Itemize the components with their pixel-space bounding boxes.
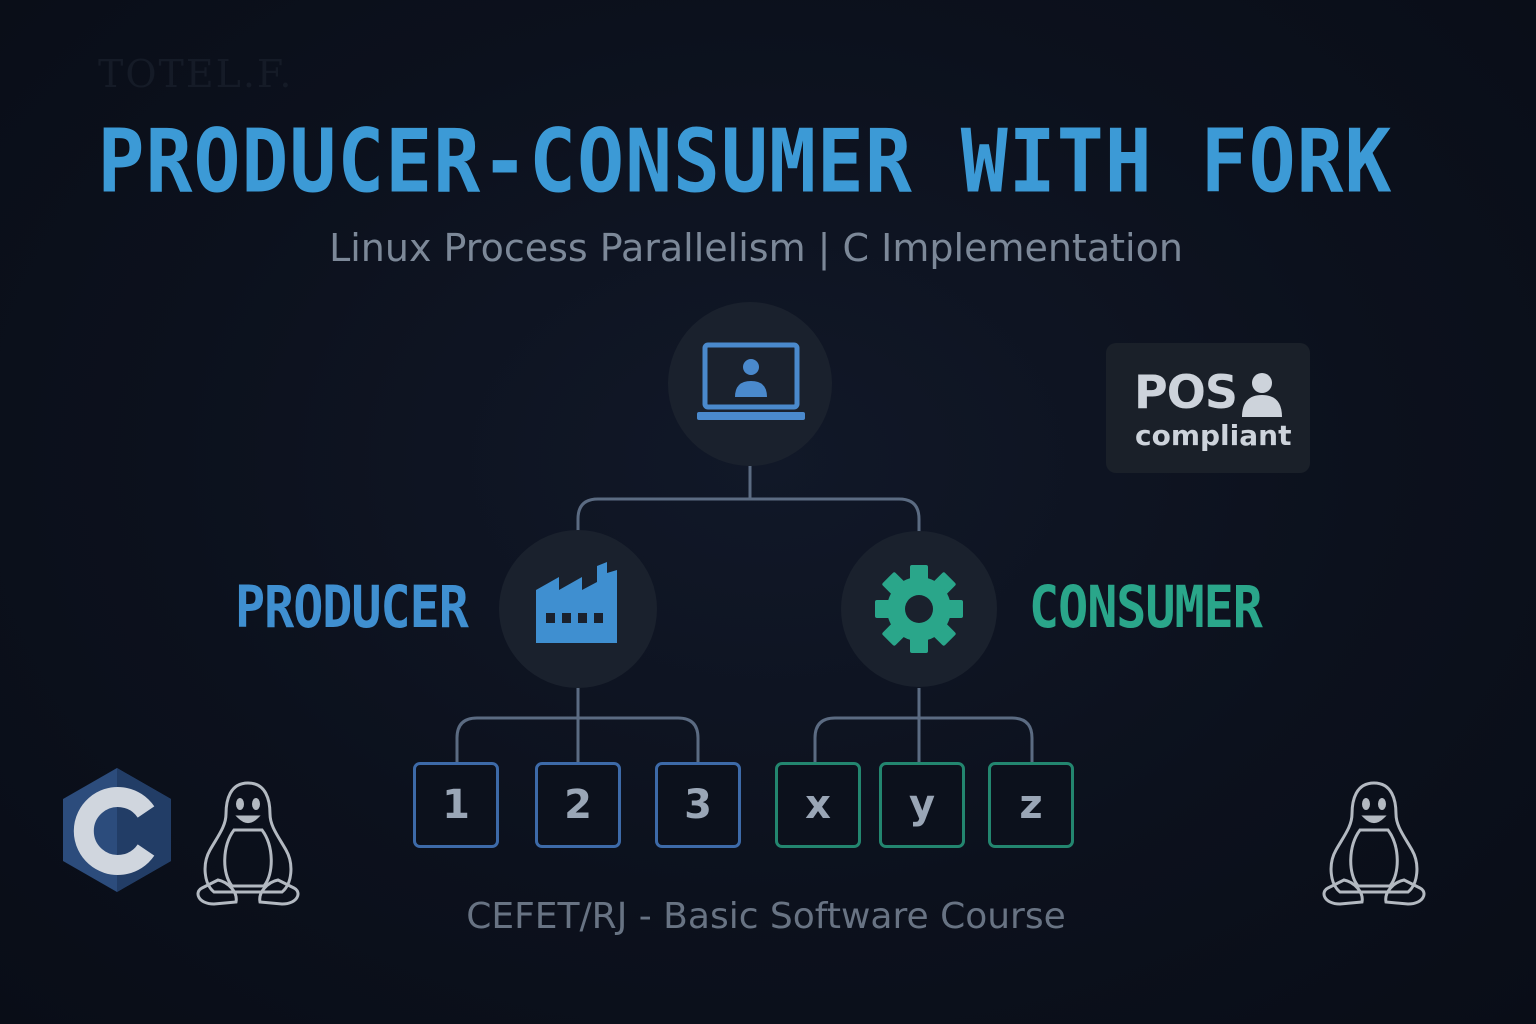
producer-process-node: [499, 530, 657, 688]
course-footer: CEFET/RJ - Basic Software Course: [466, 896, 1066, 937]
page-subtitle: Linux Process Parallelism | C Implementa…: [329, 226, 1183, 270]
person-icon: [1242, 373, 1282, 417]
consumer-child-z: z: [988, 762, 1074, 848]
badge-title: POS: [1134, 365, 1238, 419]
badge-subtitle: compliant: [1135, 419, 1292, 452]
tux-penguin-icon: [196, 781, 300, 906]
consumer-label: CONSUMER: [1029, 574, 1263, 641]
tux-penguin-icon: [1322, 781, 1426, 906]
producer-child-1: 1: [413, 762, 499, 848]
producer-label: PRODUCER: [235, 574, 469, 641]
producer-child-2: 2: [535, 762, 621, 848]
consumer-to-children-connector: [813, 688, 1034, 762]
parent-to-children-connector: [576, 466, 921, 532]
gear-icon: [875, 565, 963, 653]
parent-process-node: [668, 302, 832, 466]
laptop-user-icon: [697, 342, 805, 420]
tree-connectors: [455, 466, 1034, 762]
consumer-child-x: x: [775, 762, 861, 848]
background-watermark: TOTEL.F.: [98, 52, 294, 96]
consumer-child-y: y: [879, 762, 965, 848]
page-title: PRODUCER-CONSUMER WITH FORK: [97, 112, 1393, 213]
pos-compliant-badge: POS compliant: [1106, 343, 1310, 473]
consumer-process-node: [841, 531, 997, 687]
producer-to-children-connector: [455, 688, 700, 762]
c-language-logo: [63, 768, 171, 892]
producer-child-3: 3: [655, 762, 741, 848]
